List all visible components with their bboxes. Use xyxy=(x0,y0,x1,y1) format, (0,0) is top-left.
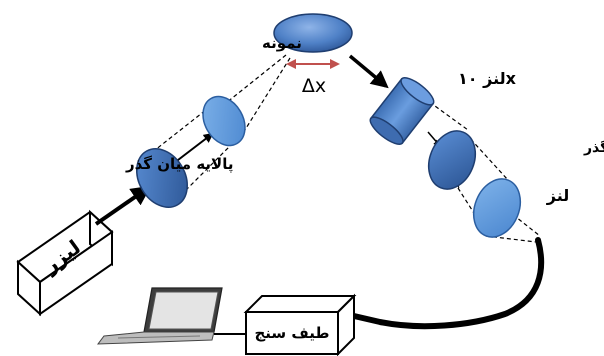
laptop-computer xyxy=(96,287,223,345)
collecting-lens xyxy=(472,178,522,238)
spectrometer: طیف سنج xyxy=(243,293,357,356)
optical-fiber xyxy=(351,237,545,330)
delta-x-label: Δx xyxy=(302,75,326,97)
objective-lens-10x xyxy=(369,77,435,145)
notch-filter xyxy=(427,130,477,190)
laser-source: لیزر xyxy=(16,209,114,317)
sample-label: نمونه xyxy=(262,34,302,52)
band-pass-filter-label: پالایه میان گذر xyxy=(125,155,233,174)
band-pass-filter xyxy=(136,148,188,208)
focusing-lens xyxy=(202,95,246,147)
collecting-lens-label: لنز xyxy=(546,186,570,205)
beam-arrow-to-lens xyxy=(177,132,214,161)
scattered-beam-arrow xyxy=(348,54,389,89)
spectrometer-label: طیف سنج xyxy=(254,324,329,342)
sample xyxy=(273,13,353,53)
objective-label: لنز ۱۰x xyxy=(458,69,517,88)
laser-beam-arrow xyxy=(94,185,152,226)
